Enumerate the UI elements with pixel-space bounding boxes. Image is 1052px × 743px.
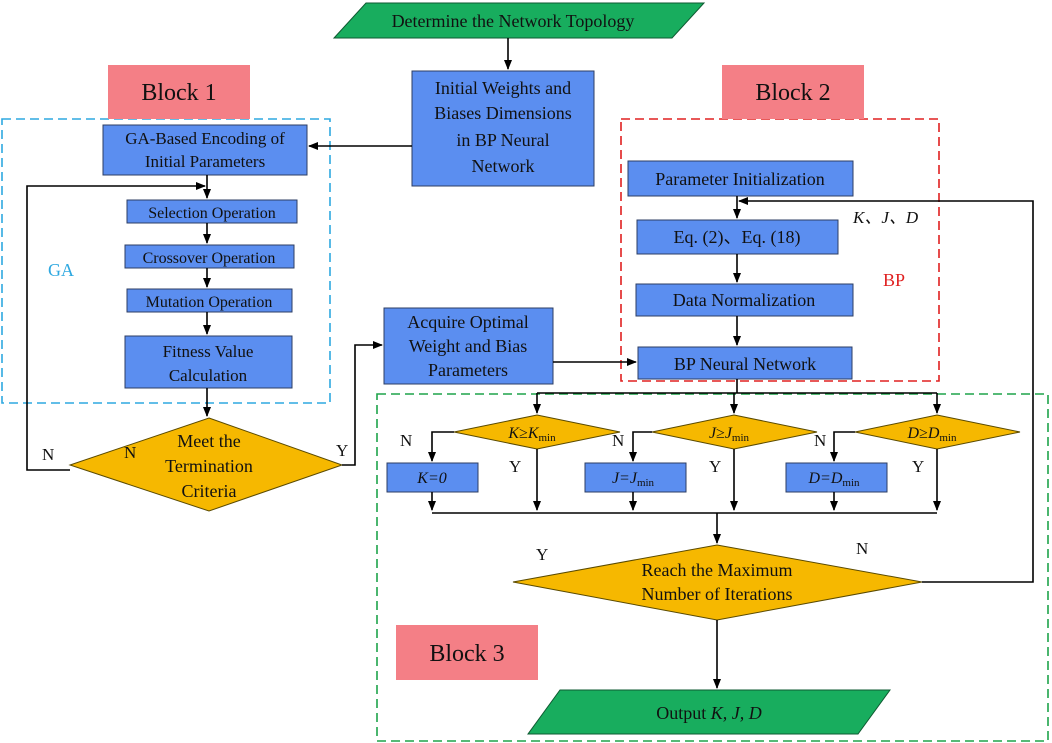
k-zero-node: [386, 462, 479, 493]
fitness-line1: Fitness Value: [163, 342, 254, 361]
start-text: Determine the Network Topology: [392, 11, 635, 31]
j-set-node: [584, 462, 687, 493]
output-text: Output K, J, D: [656, 703, 762, 723]
param-init-node: [627, 160, 854, 197]
label-n-termination-inner: N: [124, 443, 136, 462]
block3-label-box: [396, 625, 538, 680]
normalization-node: [635, 283, 854, 317]
label-n-d: N: [814, 431, 826, 450]
block3-label: Block 3: [429, 641, 504, 667]
label-n-k: N: [400, 431, 412, 450]
output-node: [527, 689, 891, 735]
fitness-line2: Calculation: [169, 366, 248, 385]
mutation-node: [126, 288, 293, 313]
ga-encoding-node: [102, 124, 308, 176]
block1-label: Block 1: [141, 80, 216, 106]
initial-weights-line4: Network: [472, 156, 535, 176]
acquire-optimal-line3: Parameters: [428, 360, 508, 380]
ga-label: GA: [48, 260, 74, 280]
bp-branch-line: [537, 379, 937, 394]
bp-network-node: [637, 346, 853, 380]
loop-max-iterations-no: [738, 197, 1034, 583]
label-y-j: Y: [709, 457, 721, 476]
k-zero-text: K=0: [416, 470, 446, 487]
crossover-text: Crossover Operation: [143, 250, 276, 267]
selection-node: [126, 199, 298, 224]
arrow-k-no: [428, 431, 454, 462]
fitness-node: [124, 335, 293, 389]
termination-line2: Termination: [165, 456, 253, 476]
label-y-max: Y: [536, 545, 548, 564]
ga-group-border: [1, 118, 331, 404]
initial-weights-line2: Biases Dimensions: [434, 103, 572, 123]
label-n-j: N: [612, 431, 624, 450]
ga-encoding-line1: GA-Based Encoding of: [125, 129, 285, 148]
termination-line1: Meet the: [177, 431, 240, 451]
label-y-termination: Y: [336, 441, 348, 460]
label-y-k: Y: [509, 457, 521, 476]
k-condition-text: K≥Kmin: [507, 425, 556, 444]
block2-label: Block 2: [755, 80, 830, 106]
bp-network-text: BP Neural Network: [674, 354, 816, 374]
arrow-termination-yes: [342, 341, 383, 466]
acquire-optimal-node: [383, 307, 554, 385]
equation-node: [636, 219, 839, 255]
arrow-j-no: [629, 431, 652, 462]
arrow-d-no: [830, 431, 855, 462]
mutation-text: Mutation Operation: [146, 294, 273, 311]
block2-label-box: [722, 65, 864, 119]
initial-weights-line1: Initial Weights and: [435, 78, 571, 98]
label-y-d: Y: [912, 457, 924, 476]
initial-weights-line3: in BP Neural: [456, 130, 549, 150]
label-n-termination-outer: N: [42, 445, 54, 464]
termination-decision: [68, 417, 344, 512]
start-node: [332, 2, 706, 39]
max-iterations-line2: Number of Iterations: [642, 584, 793, 604]
param-init-text: Parameter Initialization: [655, 169, 824, 189]
d-set-text: D=Dmin: [807, 470, 860, 489]
equation-text: Eq. (2)、Eq. (18): [674, 227, 801, 248]
d-set-node: [785, 462, 888, 493]
termination-line3: Criteria: [182, 481, 237, 501]
acquire-optimal-line2: Weight and Bias: [409, 336, 528, 356]
normalization-text: Data Normalization: [673, 290, 815, 310]
label-n-max: N: [856, 539, 868, 558]
block3-group-border: [376, 393, 1049, 742]
initial-weights-node: [411, 70, 595, 187]
kjd-feedback-label: K、J、D: [852, 208, 919, 227]
block1-label-box: [108, 65, 250, 119]
loop-termination-no: [26, 182, 206, 471]
bp-label: BP: [883, 270, 905, 290]
j-set-text: J=Jmin: [612, 470, 655, 489]
max-iterations-line1: Reach the Maximum: [642, 560, 793, 580]
d-condition-text: D≥Dmin: [906, 425, 957, 444]
acquire-optimal-line1: Acquire Optimal: [407, 312, 528, 332]
selection-text: Selection Operation: [148, 205, 276, 222]
crossover-node: [124, 244, 295, 269]
j-condition-text: J≥Jmin: [709, 425, 750, 444]
ga-encoding-line2: Initial Parameters: [145, 152, 265, 171]
